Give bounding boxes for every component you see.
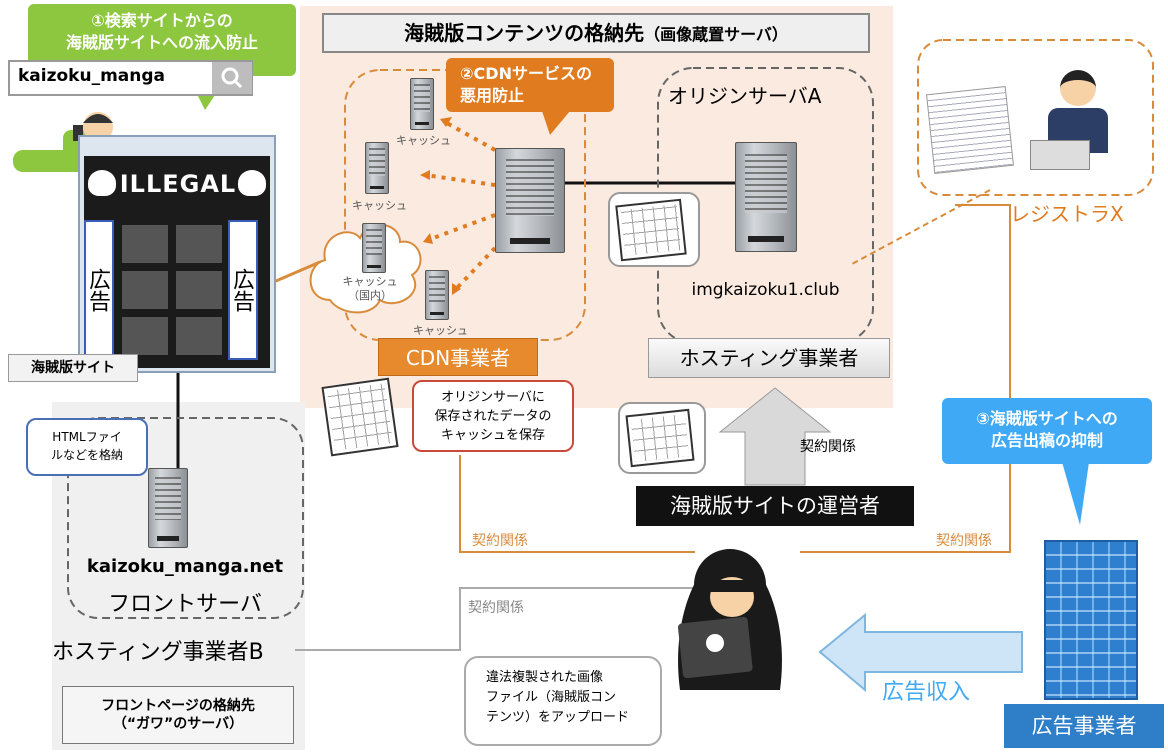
skull-icon	[88, 170, 116, 196]
upload-note-line1: 違法複製された画像	[486, 670, 604, 685]
front-page-desc: フロントページの格納先 （“ガワ”のサーバ）	[62, 686, 294, 744]
title-main: 海賊版コンテンツの格納先	[404, 21, 645, 45]
registrar-illustration	[926, 60, 1130, 180]
contract-label-ad: 契約関係	[936, 533, 992, 549]
title-sub: （画像蔵置サーバ）	[644, 25, 788, 44]
hooded-operator-illustration	[677, 549, 782, 690]
upload-note-line3: テンツ）をアップロード	[486, 710, 630, 725]
ad-revenue-label: 広告収入	[882, 680, 971, 705]
front-note-line2: ルなどを格納	[50, 448, 123, 462]
callout-search-line2: 海賊版サイトへの流入防止	[65, 33, 258, 52]
cache-label-1: キャッシュ	[396, 134, 451, 147]
search-button[interactable]	[212, 62, 252, 94]
front-server-title: フロントサーバ	[108, 592, 262, 617]
callout-search-line1: ①検索サイトからの	[91, 11, 233, 30]
contract-label-front: 契約関係	[468, 600, 524, 616]
cdn-note-bubble: オリジンサーバに 保存されたデータの キャッシュを保存	[412, 380, 574, 452]
front-note-line1: HTMLファイ	[52, 430, 122, 444]
registrar-label: レジストラX	[1010, 202, 1124, 226]
upload-note-line2: ファイル（海賊版コン	[486, 690, 617, 705]
cdn-provider-label: CDN事業者	[378, 338, 538, 376]
upload-note-bubble: 違法複製された画像 ファイル（海賊版コン テンツ）をアップロード	[464, 656, 662, 746]
front-server-icon	[148, 468, 188, 548]
ad-company-building	[1044, 540, 1138, 700]
manga-pages-icon	[321, 377, 399, 457]
front-desc-line1: フロントページの格納先	[101, 698, 255, 714]
origin-domain: imgkaizoku1.club	[691, 280, 840, 300]
ad-slot-right[interactable]: 広告	[228, 220, 258, 360]
cache-server-icon	[425, 270, 449, 320]
contract-label-cdn: 契約関係	[472, 533, 528, 549]
callout-cdn-line2: 悪用防止	[460, 86, 525, 105]
cache-label-2: キャッシュ	[352, 199, 407, 212]
callout-cdn-line1: ②CDNサービスの	[460, 64, 592, 83]
callout-cdn: ②CDNサービスの 悪用防止	[446, 58, 614, 112]
skull-icon	[238, 170, 266, 196]
manga-pages-icon	[615, 198, 687, 262]
hosting-b-label: ホスティング事業者B	[52, 640, 264, 665]
thumbnail-grid	[122, 225, 222, 355]
cdn-note-line3: キャッシュを保存	[440, 428, 545, 443]
callout-ads-line2: 広告出稿の抑制	[990, 431, 1103, 450]
cdn-note-line1: オリジンサーバに	[441, 390, 545, 405]
cache-server-icon	[365, 142, 389, 194]
cache-domestic-line2: （国内）	[348, 289, 392, 302]
ad-slot-right-label: 広告	[229, 268, 254, 312]
cache-domestic-line1: キャッシュ	[342, 275, 398, 288]
callout-ads-line1: ③海賊版サイトへの	[976, 409, 1118, 428]
hosting-provider-label: ホスティング事業者	[648, 338, 890, 378]
cdn-note-line2: 保存されたデータの	[434, 409, 552, 424]
cache-server-icon	[362, 223, 386, 273]
title-box: 海賊版コンテンツの格納先（画像蔵置サーバ）	[322, 13, 870, 53]
contract-label-hosting: 契約関係	[800, 439, 856, 455]
front-server-domain: kaizoku_manga.net	[86, 556, 284, 577]
front-desc-line2: （“ガワ”のサーバ）	[112, 716, 244, 732]
cache-label-4: キャッシュ	[413, 324, 468, 337]
cdn-server-icon	[495, 148, 565, 253]
search-icon	[221, 67, 243, 89]
pirate-site-banner: ILLEGAL	[119, 170, 237, 198]
operator-label: 海賊版サイトの運営者	[636, 486, 914, 526]
ad-slot-left-label: 広告	[85, 268, 110, 312]
manga-pages-icon	[625, 408, 695, 468]
pirate-site-label: 海賊版サイト	[8, 354, 138, 382]
cache-server-icon	[410, 78, 434, 130]
callout-ads: ③海賊版サイトへの 広告出稿の抑制	[942, 398, 1152, 464]
cache-domestic-label: キャッシュ （国内）	[330, 275, 410, 303]
ad-company-label: 広告事業者	[1004, 704, 1164, 748]
front-note-bubble: HTMLファイ ルなどを格納	[26, 418, 148, 476]
origin-server-icon	[735, 142, 797, 252]
ad-slot-left[interactable]: 広告	[84, 220, 114, 360]
search-query: kaizoku_manga	[18, 66, 166, 86]
origin-server-title: オリジンサーバA	[668, 84, 822, 108]
